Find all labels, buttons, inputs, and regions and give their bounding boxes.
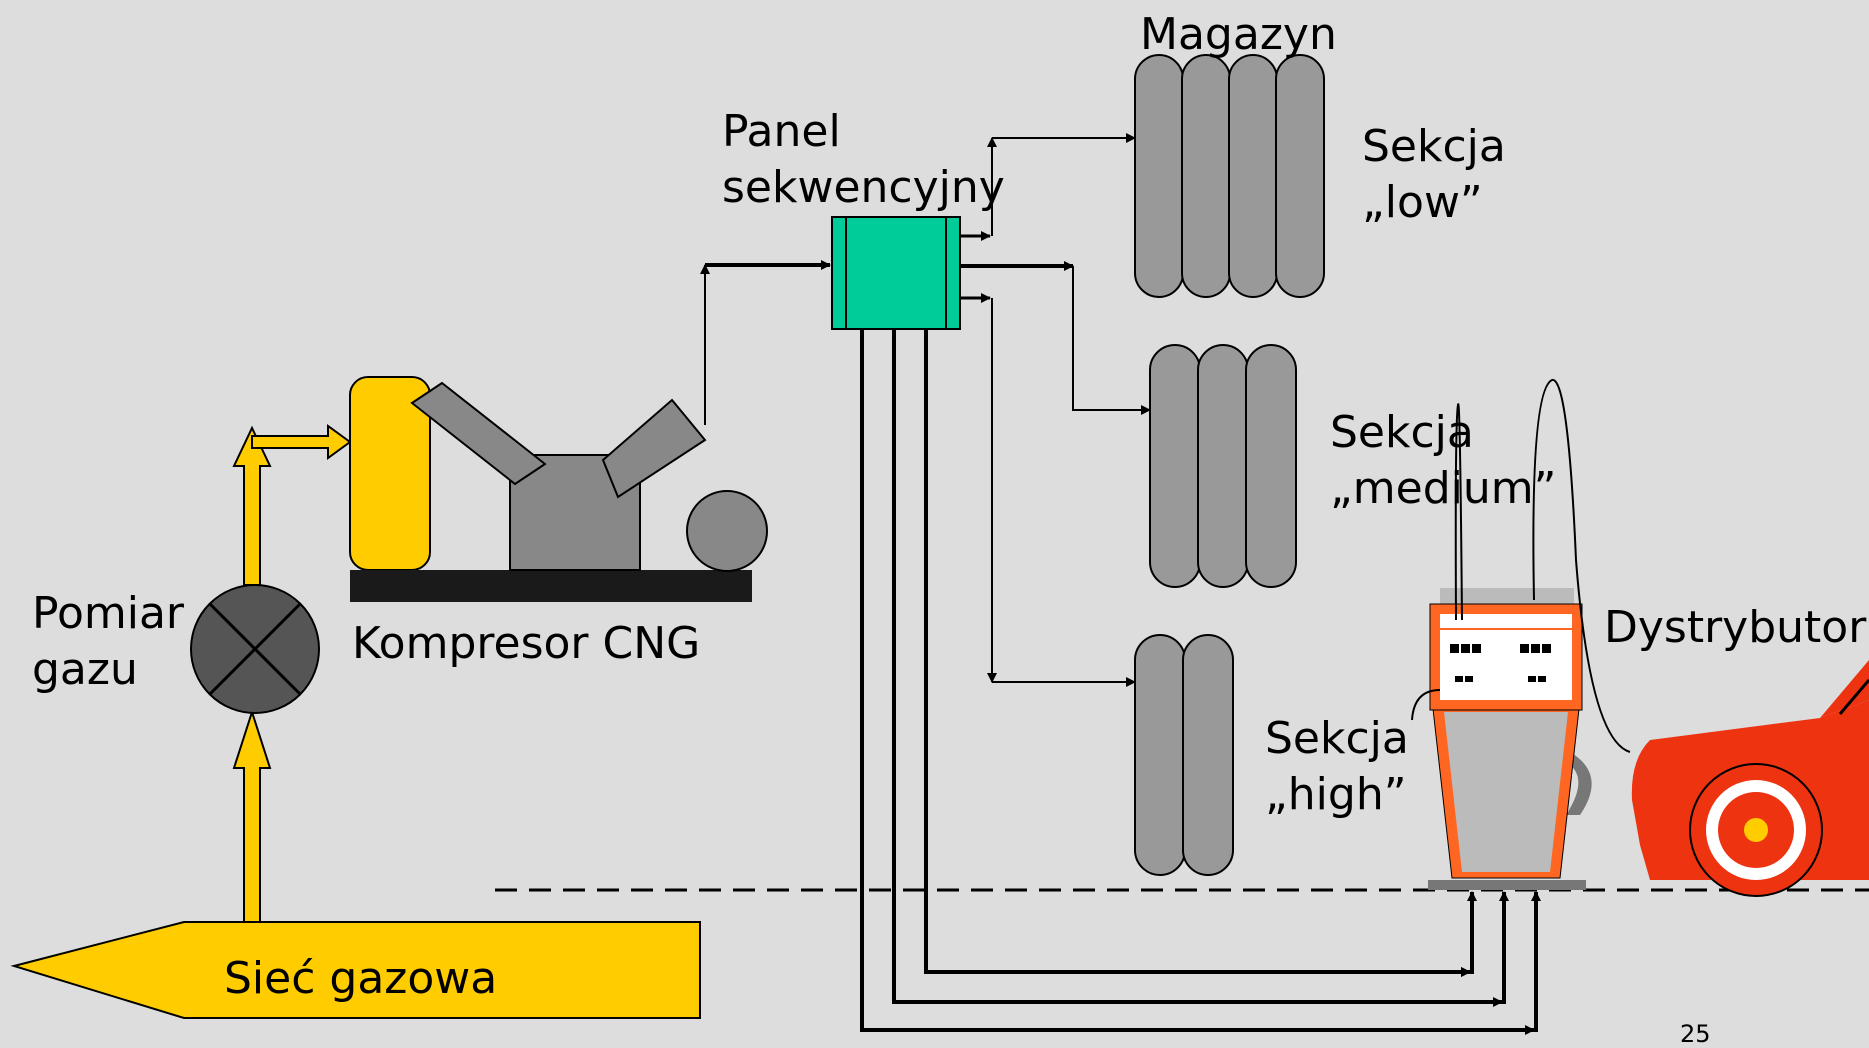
- label-section-low-line2: „low”: [1362, 177, 1483, 228]
- label-compressor: Kompresor CNG: [352, 618, 701, 669]
- flow-arrow-network-to-meter: [232, 708, 272, 923]
- label-dispenser: Dystrybutor: [1604, 602, 1867, 653]
- label-panel-line1: Panel: [722, 106, 841, 157]
- label-section-medium-line2: „medium”: [1330, 463, 1557, 514]
- pipe-panel-to-medium-2: [1072, 266, 1151, 415]
- label-gas-network: Sieć gazowa: [224, 953, 498, 1004]
- label-section-high-line2: „high”: [1265, 769, 1407, 820]
- storage-high-cylinders: [1134, 634, 1234, 876]
- storage-low-cylinders: [1134, 54, 1325, 298]
- pipe-return-1: [924, 329, 1477, 974]
- pipe-return-3: [860, 329, 1541, 1032]
- label-section-high-line1: Sekcja: [1265, 713, 1409, 764]
- flow-arrow-to-compressor: [251, 424, 352, 460]
- label-gas-meter-line1: Pomiar: [32, 588, 185, 639]
- label-storage: Magazyn: [1140, 9, 1337, 60]
- gas-meter-icon: [190, 584, 320, 714]
- label-gas-meter: Pomiar gazu: [32, 586, 184, 698]
- page-number: 25: [1680, 1020, 1711, 1048]
- gas-network-pipe: [10, 921, 701, 1019]
- sequential-panel-icon: [831, 216, 961, 330]
- label-section-low-line1: Sekcja: [1362, 121, 1506, 172]
- car-icon: [1631, 660, 1869, 897]
- pipe-return-2: [892, 329, 1509, 1004]
- label-panel: Panel sekwencyjny: [722, 104, 1005, 216]
- dispenser-icon: [1411, 379, 1631, 890]
- label-section-low: Sekcja „low”: [1362, 119, 1506, 231]
- label-section-medium: Sekcja „medium”: [1330, 405, 1556, 517]
- flow-arrow-meter-up: [232, 425, 272, 586]
- label-panel-line2: sekwencyjny: [722, 162, 1005, 213]
- label-section-medium-line1: Sekcja: [1330, 407, 1474, 458]
- label-section-high: Sekcja „high”: [1265, 711, 1409, 823]
- label-gas-meter-line2: gazu: [32, 644, 138, 695]
- compressor-icon: [349, 376, 768, 602]
- storage-medium-cylinders: [1149, 344, 1297, 588]
